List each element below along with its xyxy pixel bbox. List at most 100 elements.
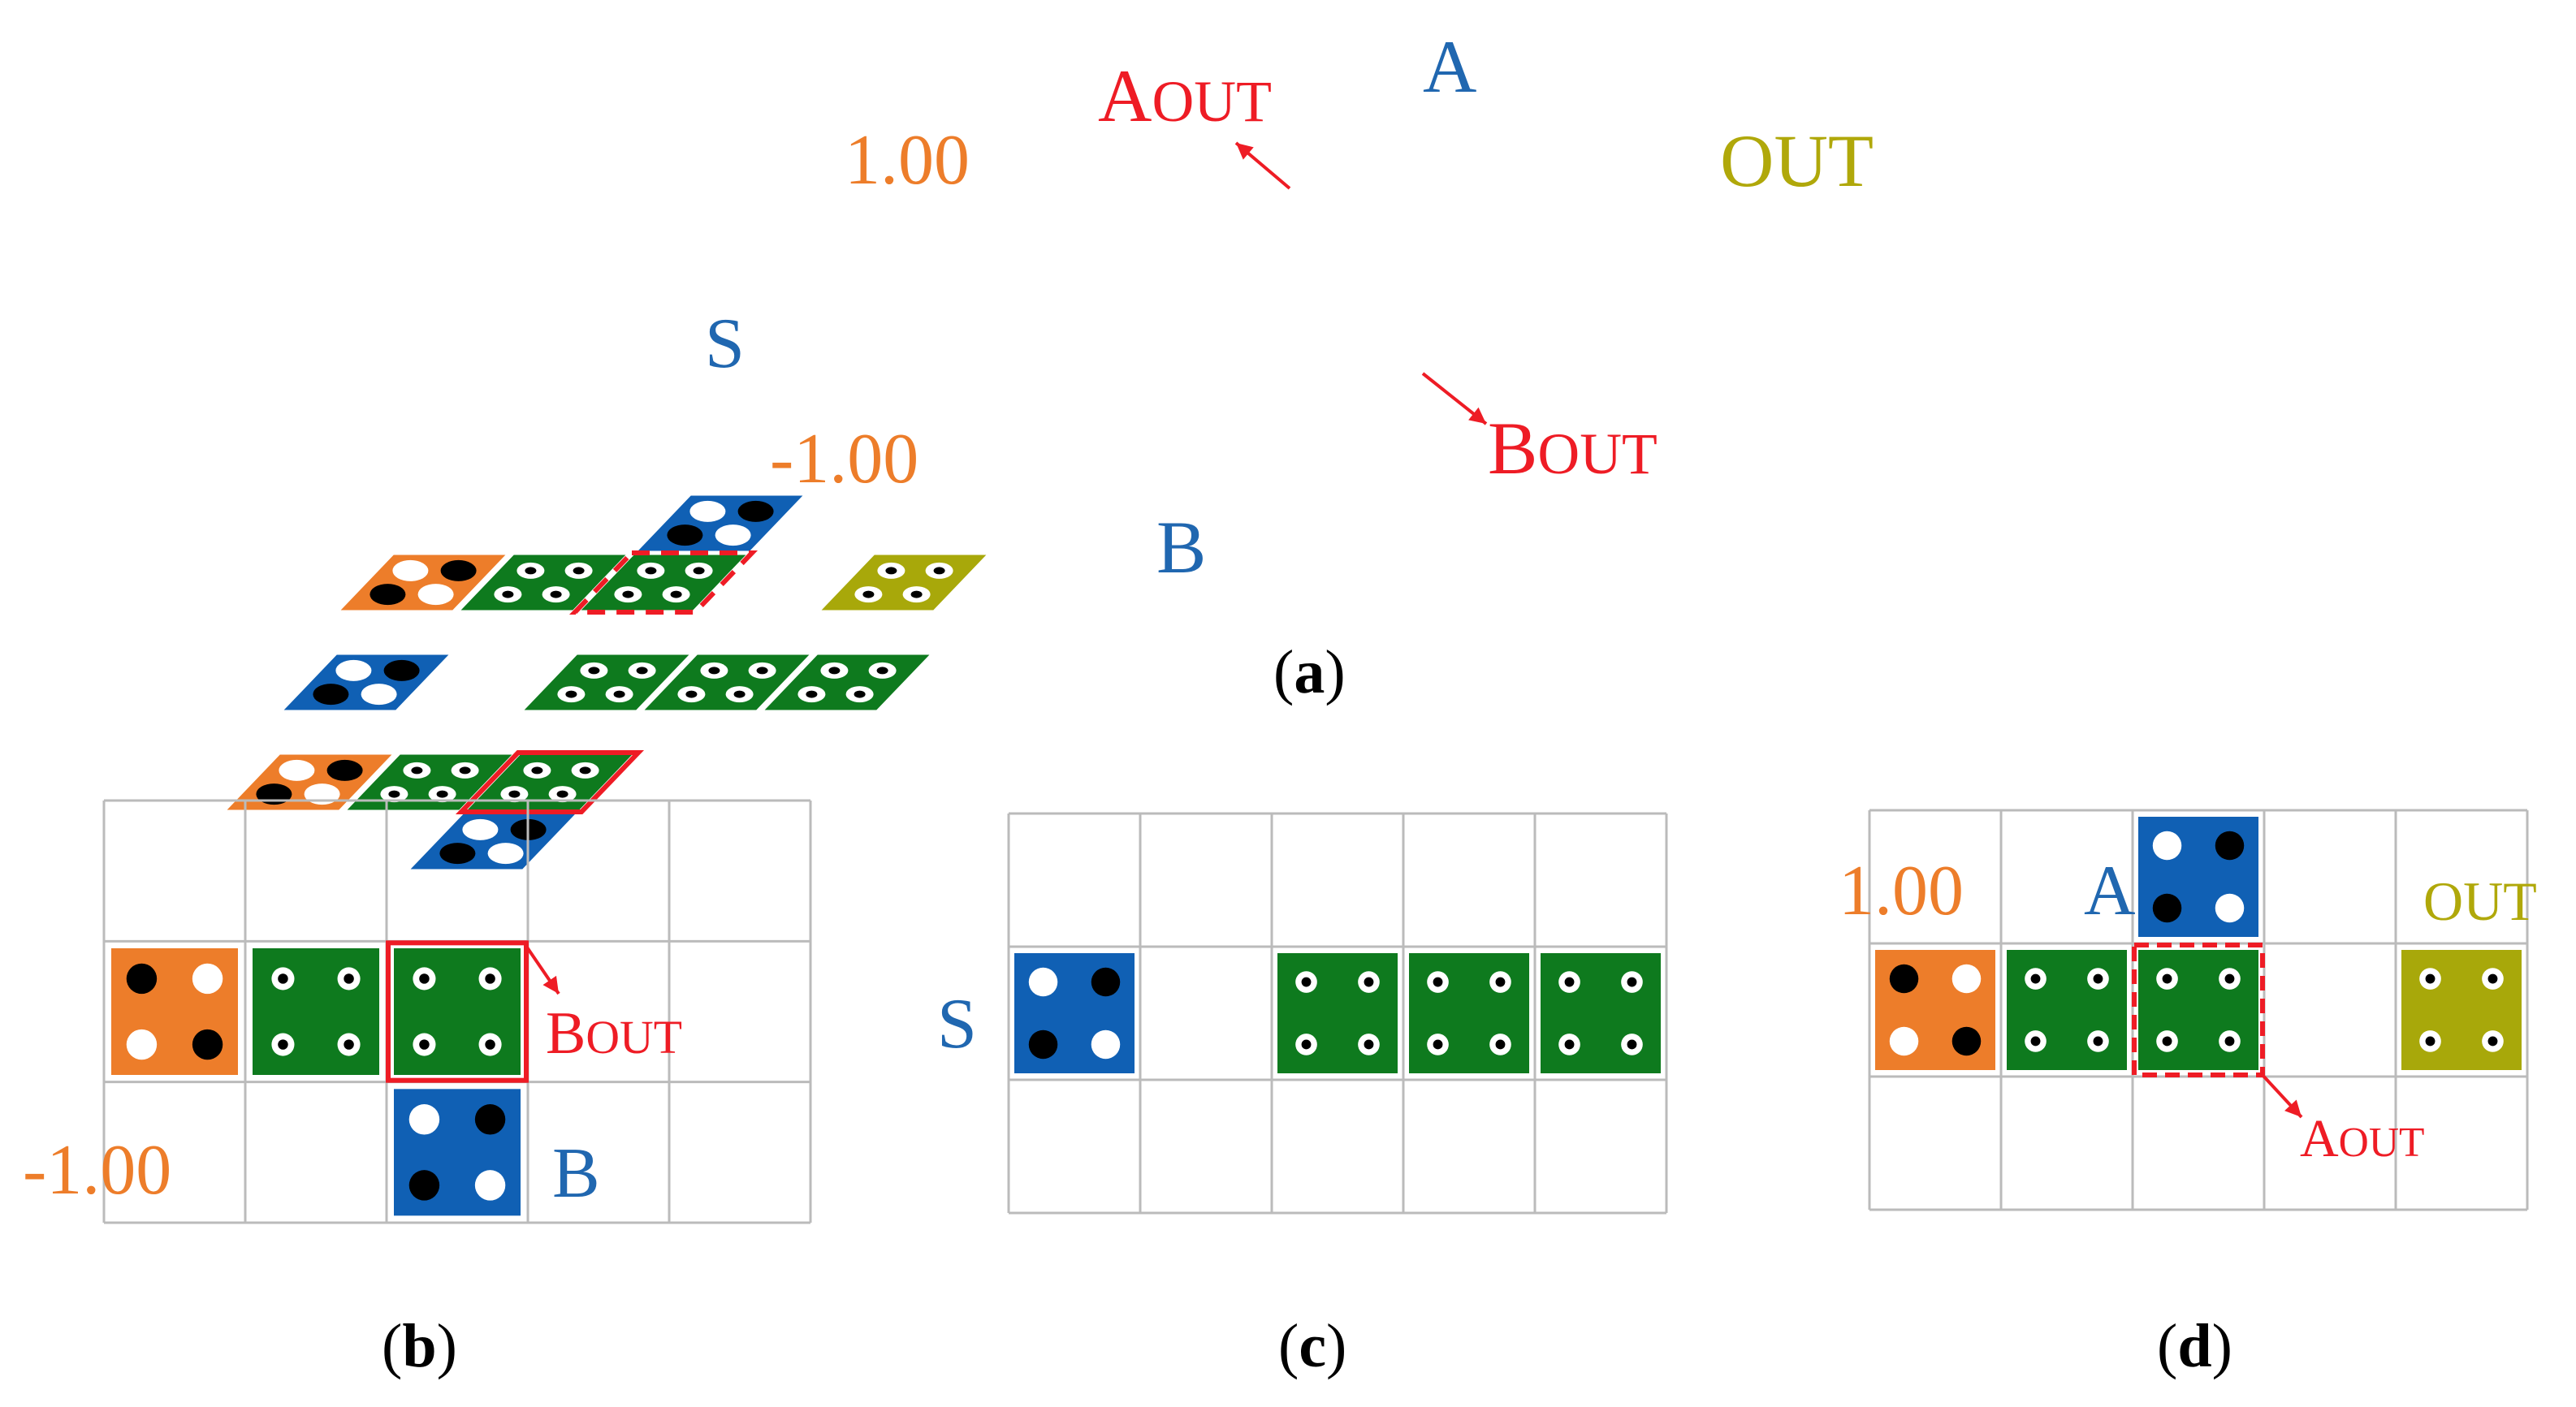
- caption-b: (b): [382, 1312, 457, 1380]
- tile-a-s-pin: [335, 659, 372, 681]
- tile-b-b: [394, 1089, 521, 1216]
- tile-b-orange-pin: [126, 1029, 158, 1060]
- tile-b-bout-dot: [419, 1039, 430, 1050]
- caption-d: (d): [2157, 1312, 2232, 1380]
- tile-a-center-dot: [613, 690, 625, 698]
- tile-c-s-pin: [1091, 1029, 1121, 1060]
- label-positive-one: 1.00: [845, 121, 970, 200]
- label-s-c: S: [937, 985, 977, 1064]
- tile-a-bout-dot: [531, 766, 543, 775]
- label-a-out: AOUT: [1098, 58, 1272, 133]
- tile-b-orange-pin: [192, 963, 223, 995]
- caption-a: (a): [1273, 638, 1346, 706]
- tile-a-green-3-dot: [828, 667, 841, 675]
- tile-d-a-pin: [2152, 831, 2182, 861]
- tile-a-green-3-dot: [806, 690, 818, 698]
- tile-c-green-4-dot: [1627, 1039, 1637, 1050]
- tile-c-green-4-dot: [1564, 1039, 1575, 1050]
- label-a-out-main: A: [1098, 54, 1152, 137]
- caption-c: (c): [1278, 1312, 1347, 1380]
- tile-d-out: [2401, 950, 2522, 1070]
- tile-c-s-pin: [1028, 967, 1058, 997]
- tile-a-orange-top-pin: [440, 559, 477, 581]
- tile-d-out-dot: [2487, 973, 2498, 984]
- tile-d-orange-pin: [1951, 1026, 1982, 1056]
- tile-d-a-pin: [2215, 893, 2245, 923]
- tile-a-center-dot: [565, 690, 577, 698]
- tile-c-green-3-dot: [1495, 1039, 1506, 1050]
- tile-a-a-pin: [715, 524, 751, 546]
- tile-a-center-dot: [588, 667, 600, 675]
- tile-a-green-1-dot: [388, 790, 400, 798]
- tile-d-a: [2138, 817, 2258, 937]
- tile-a-out-dot: [910, 590, 923, 598]
- tile-c-green-3-dot: [1433, 1039, 1443, 1050]
- tile-a-orange-top-pin: [392, 559, 429, 581]
- tile-a-green-1-dot: [411, 766, 423, 775]
- tile-a-green-2-dot: [708, 667, 720, 675]
- tile-b-bout-dot: [485, 973, 495, 984]
- tile-a-orange-bottom-pin: [326, 759, 363, 781]
- tile-a-green-4-dot: [502, 590, 514, 598]
- tile-d-out-dot: [2425, 973, 2436, 984]
- b-out-arrow-b-head: [542, 975, 559, 994]
- tile-d-green-dot: [2030, 973, 2041, 984]
- tile-c-green-3-dot: [1495, 977, 1506, 987]
- label-out: OUT: [1720, 119, 1874, 202]
- tile-b-green-dot: [278, 973, 288, 984]
- tile-d-aout: [2138, 950, 2258, 1070]
- tile-b-b-pin: [408, 1170, 440, 1201]
- tile-d-orange: [1875, 950, 1995, 1070]
- tile-c-green-2-dot: [1364, 1039, 1374, 1050]
- label-a-out-d-sub: OUT: [2338, 1120, 2425, 1166]
- tile-d-orange-pin: [1951, 964, 1982, 994]
- tile-b-b-pin: [474, 1170, 506, 1201]
- label-negative-one: -1.00: [770, 420, 919, 498]
- a-out-arrow-head: [1236, 143, 1254, 160]
- tile-a-aout-dot: [693, 567, 705, 575]
- tile-d-out-dot: [2487, 1036, 2498, 1047]
- tile-d-green-dot: [2093, 1036, 2103, 1047]
- tile-b-orange-pin: [126, 963, 158, 995]
- tile-a-green-3-dot: [854, 690, 866, 698]
- tile-a-green-3-dot: [876, 667, 888, 675]
- a-out-arrow-d-head: [2284, 1099, 2302, 1117]
- tile-a-green-2-dot: [756, 667, 768, 675]
- tile-d-green-dot: [2093, 973, 2103, 984]
- tile-c-green-2-dot: [1364, 977, 1374, 987]
- label-a-out-d-main: A: [2300, 1109, 2339, 1168]
- tile-a-a-pin: [667, 524, 703, 546]
- tile-d-orange-pin: [1889, 1026, 1919, 1056]
- tile-b-bout-dot: [419, 973, 430, 984]
- tile-c-s: [1014, 953, 1135, 1073]
- b-out-arrow-head: [1468, 407, 1486, 424]
- tile-d-orange-pin: [1889, 964, 1919, 994]
- tile-a-bout-dot: [508, 790, 521, 798]
- label-b-out-b-main: B: [546, 1000, 586, 1067]
- label-b-b: B: [552, 1134, 600, 1213]
- label-b-out-b-sub: OUT: [586, 1012, 682, 1064]
- tile-d-out-dot: [2425, 1036, 2436, 1047]
- label-b: B: [1156, 506, 1207, 589]
- tile-a-out-dot: [885, 567, 897, 575]
- tile-b-bout: [394, 948, 521, 1075]
- tile-a-a-pin: [689, 500, 726, 522]
- tile-a-aout-dot: [645, 567, 657, 575]
- tile-d-aout-dot: [2162, 1036, 2172, 1047]
- label-b-out: BOUT: [1488, 411, 1658, 486]
- tile-d-aout-dot: [2224, 1036, 2235, 1047]
- label-s: S: [705, 304, 745, 383]
- tile-c-green-3: [1409, 953, 1529, 1073]
- tile-b-green: [253, 948, 379, 1075]
- tile-a-b-pin: [439, 843, 476, 865]
- tile-d-aout-dot: [2224, 973, 2235, 984]
- tile-c-green-4-dot: [1564, 977, 1575, 987]
- a-out-outline-d: [2132, 943, 2265, 1077]
- tile-a-green-4-dot: [573, 567, 585, 575]
- tile-a-s-pin: [383, 659, 420, 681]
- label-negative-one-b: -1.00: [23, 1131, 172, 1210]
- tile-a-green-4-dot: [525, 567, 537, 575]
- tile-c-green-2-dot: [1301, 1039, 1312, 1050]
- tile-a-bout-dot: [579, 766, 591, 775]
